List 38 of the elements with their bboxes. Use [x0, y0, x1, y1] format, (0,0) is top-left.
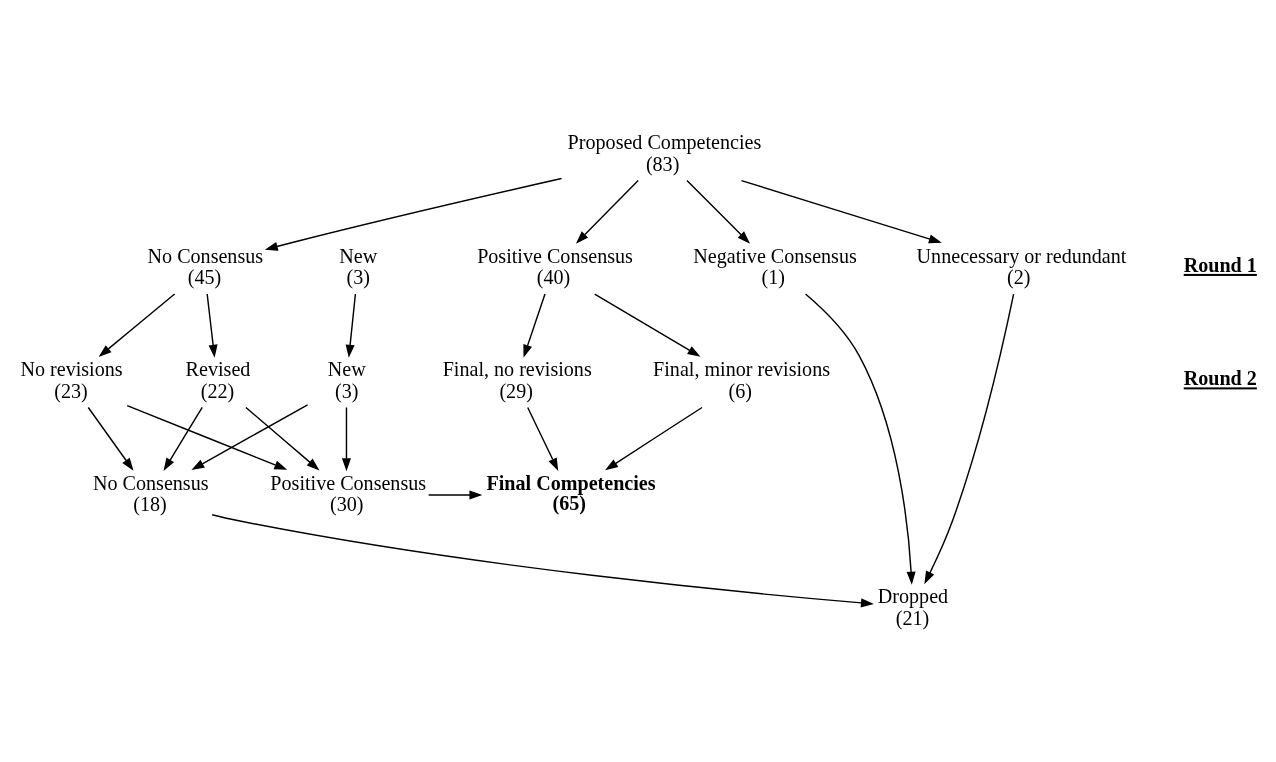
arrow: [341, 406, 351, 471]
arrow: [605, 406, 703, 470]
arrow: [87, 406, 134, 471]
arrow: [211, 513, 874, 607]
node-text: New (3): [327, 357, 366, 402]
node-text: Positive Consensus (30): [270, 471, 427, 515]
arrow: [345, 292, 357, 358]
arrow: [740, 179, 942, 243]
arrow: [523, 292, 546, 358]
arrow: [924, 292, 1015, 584]
arrow: [264, 177, 563, 251]
node-text: No Consensus (45): [147, 244, 264, 288]
arrow: [191, 403, 309, 470]
node-text: No Consensus (18): [93, 471, 209, 515]
arrow: [527, 406, 559, 471]
arrow: [804, 292, 916, 585]
arrow: [126, 404, 288, 470]
node-text: Final, no revisions (29): [442, 357, 592, 402]
arrow: [206, 292, 218, 358]
arrow: [686, 179, 751, 244]
node-text: Final Competencies (65): [486, 471, 656, 514]
arrow: [427, 489, 483, 499]
node-text: Final, minor revisions (6): [653, 357, 831, 402]
node-text: Unnecessary or redundant (2): [916, 244, 1127, 288]
label: Round 2: [1183, 366, 1257, 389]
label: Round 1: [1183, 253, 1257, 276]
node-text: Proposed Competencies (83): [567, 130, 762, 175]
arrow: [245, 406, 320, 470]
node-text: No revisions (23): [20, 357, 123, 402]
arrow: [575, 179, 639, 244]
node-text: Positive Consensus (40): [477, 244, 633, 288]
arrow: [594, 292, 701, 357]
node-text: New (3): [339, 244, 378, 288]
node-text: Dropped (21): [877, 584, 949, 628]
arrow: [98, 292, 176, 357]
node-text: Negative Consensus (1): [693, 244, 857, 288]
node-text: Revised (22): [185, 357, 251, 402]
arrow: [163, 406, 203, 471]
